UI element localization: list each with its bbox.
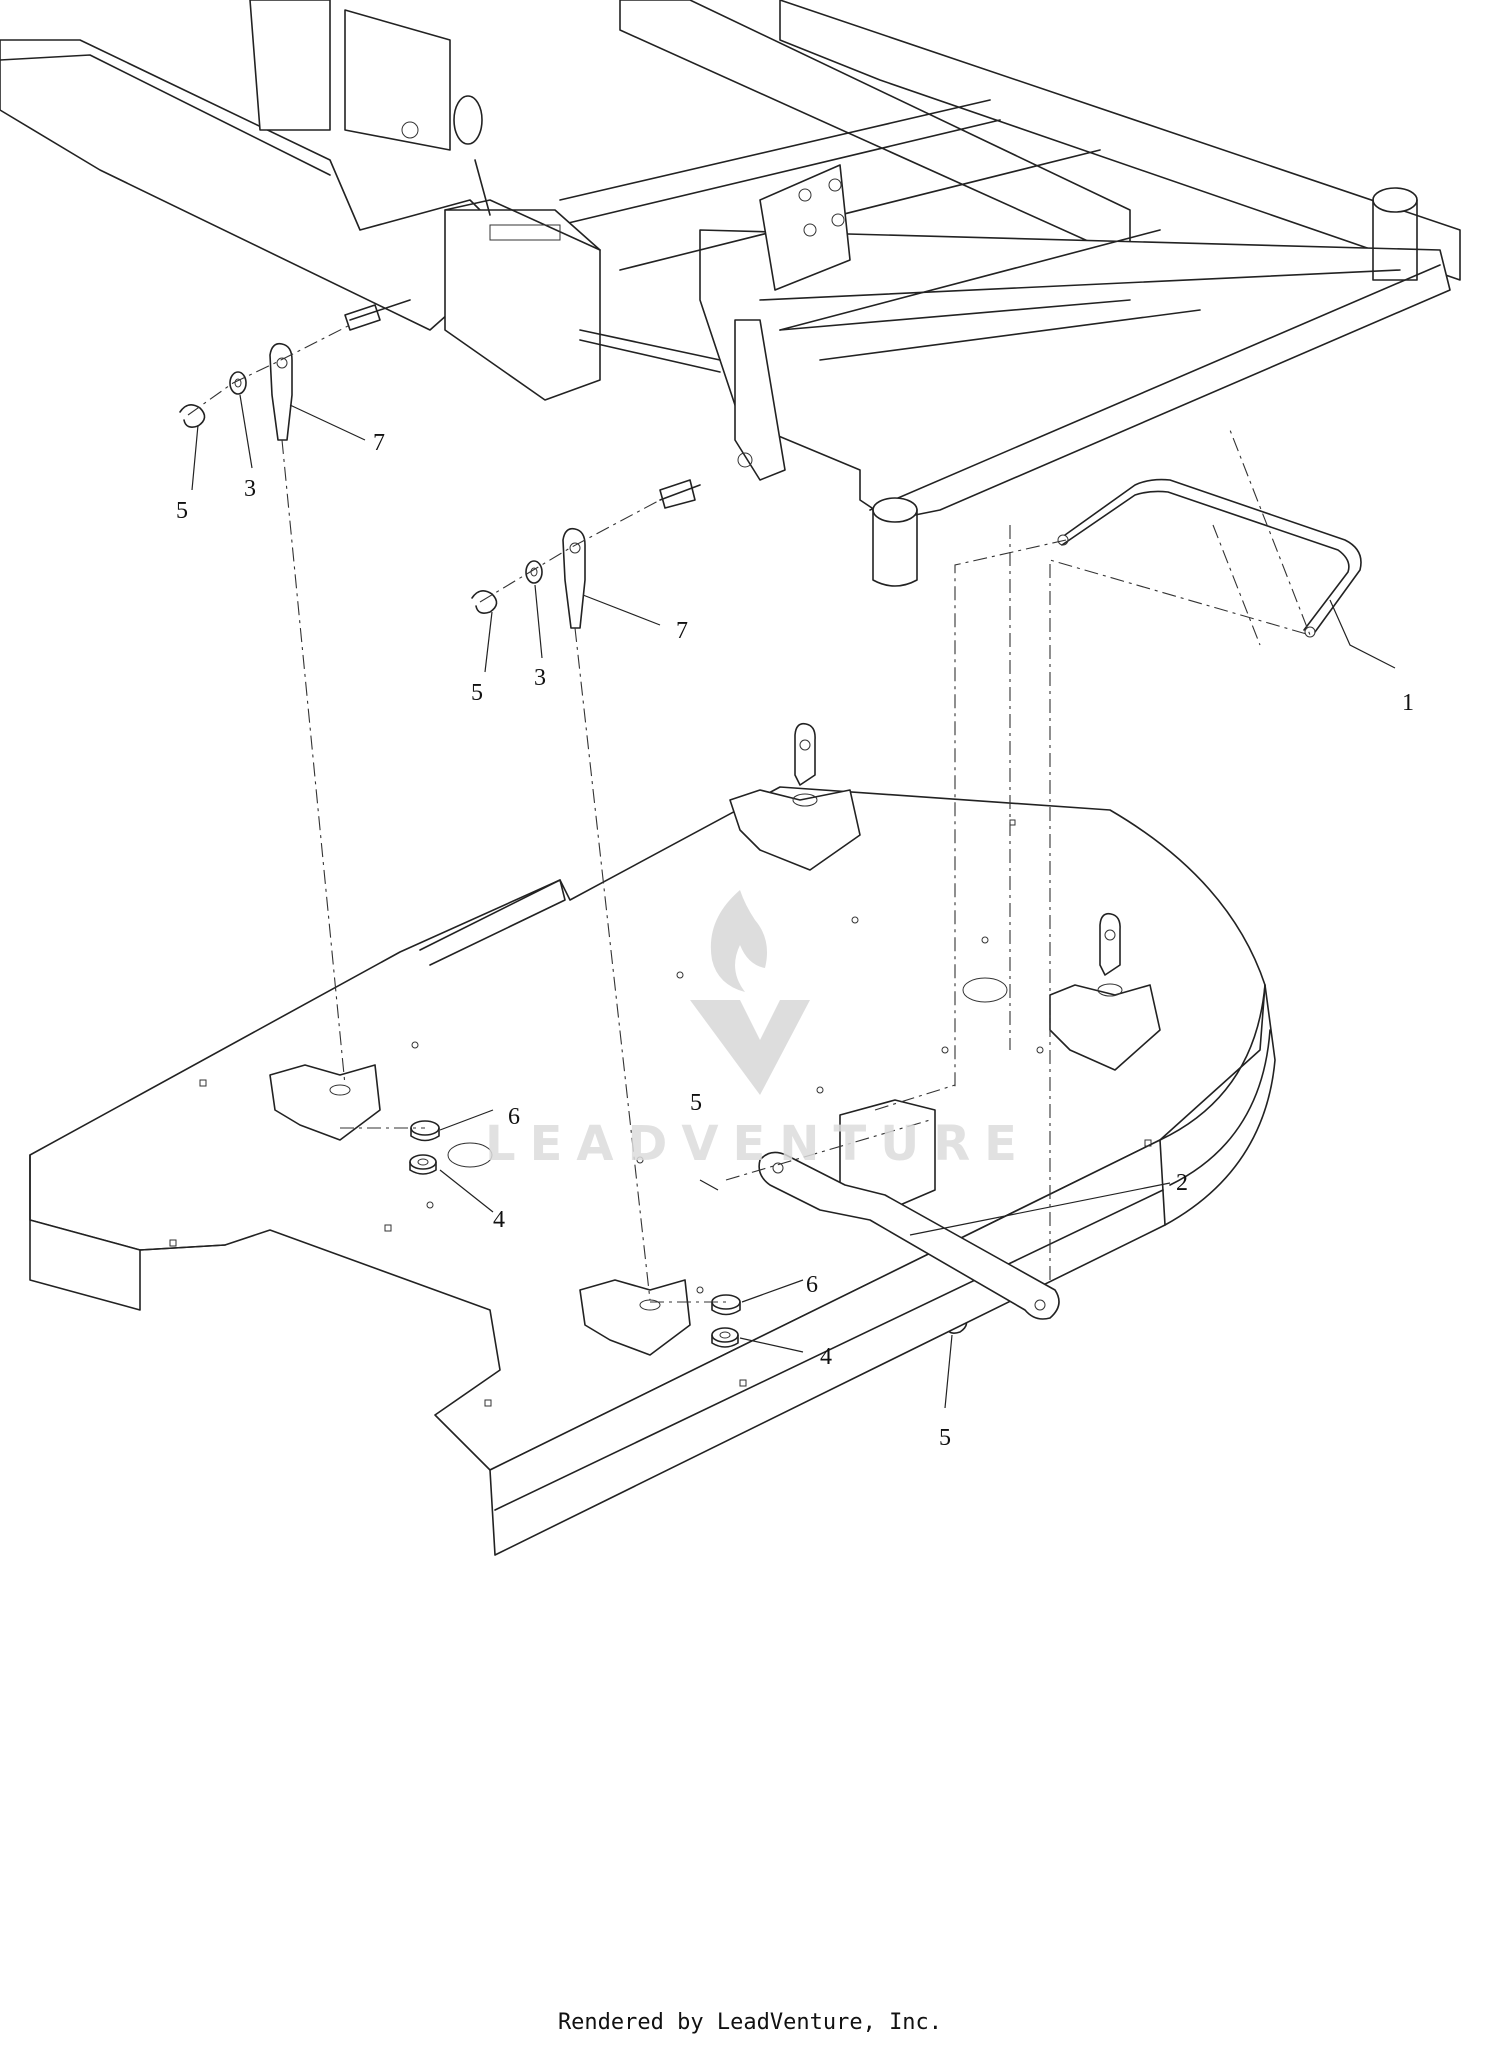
flame-icon (710, 890, 768, 992)
tractor-frame (0, 0, 1461, 587)
callout-2: 2 (1176, 1170, 1188, 1196)
callout-5-deck-center: 5 (690, 1090, 702, 1116)
callout-3-center: 3 (534, 665, 546, 691)
part-2-link-bar (758, 1151, 1060, 1320)
part-7-clevis-center (562, 527, 586, 629)
part-5-clip-left (179, 404, 206, 428)
callout-labels: 1 2 3 3 4 4 5 5 5 5 6 6 7 7 (176, 430, 1414, 1451)
callout-4-left: 4 (493, 1207, 505, 1233)
chevron-logo-icon (690, 1000, 810, 1095)
callout-7-left: 7 (373, 430, 385, 456)
part-3-washer-center (525, 560, 543, 584)
callout-1: 1 (1402, 690, 1414, 716)
leadventure-watermark: LEADVENTURE (485, 890, 1031, 1172)
callout-5-left: 5 (176, 498, 188, 524)
callout-7-center: 7 (676, 618, 688, 644)
watermark-text: LEADVENTURE (485, 1116, 1031, 1172)
footer-credit: Rendered by LeadVenture, Inc. (557, 2010, 943, 2035)
mower-deck (29, 722, 1276, 1556)
assembly-lines (187, 324, 1311, 1303)
callout-3-left: 3 (244, 476, 256, 502)
part-5-clip-center (471, 590, 498, 614)
callout-4-center: 4 (820, 1344, 832, 1370)
leader-lines (191, 394, 1396, 1409)
callout-6-left: 6 (508, 1104, 520, 1130)
callout-5-center: 5 (471, 680, 483, 706)
callout-6-center: 6 (806, 1272, 818, 1298)
part-7-clevis-left (269, 342, 293, 441)
callout-5-deck-right: 5 (939, 1425, 951, 1451)
part-3-washer-left (229, 371, 247, 395)
part-1-lift-rod (1057, 478, 1362, 638)
part-4-nut-center (711, 1327, 739, 1348)
part-4-nut-left (409, 1154, 437, 1175)
